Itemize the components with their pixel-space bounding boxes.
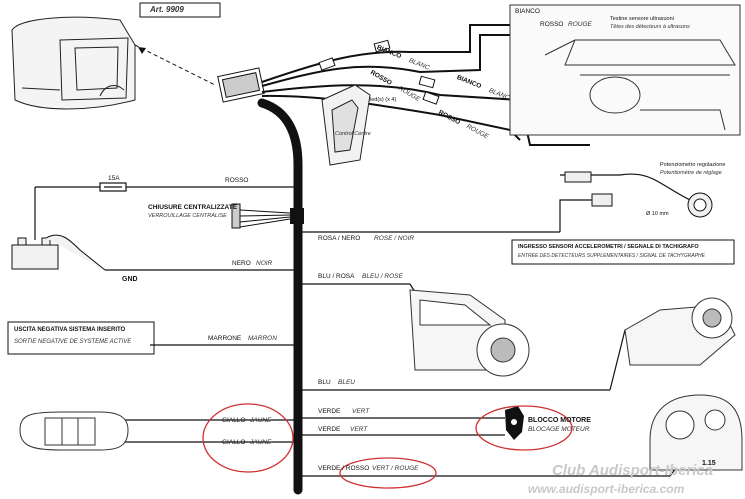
label-boxes: [7, 2, 735, 355]
battery-drawing: [11, 234, 106, 271]
label-blu: BLU: [318, 379, 331, 386]
label-engine-block-it: BLOCCO MOTORE: [528, 417, 591, 424]
label-verde-2: VERDE: [318, 426, 341, 433]
label-central-lock-it: CHIUSURE CENTRALIZZATE: [148, 204, 238, 211]
label-engine-block-fr: BLOCAGE MOTEUR: [528, 426, 590, 433]
label-potentiometer-fr: Potentiomètre de réglage: [660, 170, 722, 176]
label-potentiometer-it: Potenziometro regolazione: [660, 162, 726, 168]
label-bianco-top: BIANCO: [515, 8, 540, 15]
label-marrone: MARRONE: [208, 335, 242, 342]
label-hole-size: Ø 10 mm: [646, 211, 669, 217]
label-led: led(s) (x 4): [370, 97, 397, 103]
branch-wires: [125, 173, 691, 477]
label-blu-rosa: BLU / ROSA: [318, 273, 355, 280]
label-jaune-1: JAUNE: [250, 417, 272, 424]
car-front-illustration: [624, 297, 736, 366]
label-rosso-power: ROSSO: [225, 177, 249, 184]
label-fuse: 15A: [108, 175, 120, 182]
article-code: Art. 9909: [150, 5, 184, 14]
label-giallo-2: GIALLO: [222, 439, 246, 446]
label-sensor-input-it: INGRESSO SENSORI ACCELEROMETRI / SEGNALE…: [518, 244, 699, 250]
label-vert-2: VERT: [350, 426, 368, 433]
watermark-url: www.audisport-iberica.com: [528, 482, 685, 496]
harness-connector: [217, 67, 265, 103]
main-harness: [257, 98, 303, 495]
dashboard-illustration: [649, 394, 743, 471]
central-lock-wires: [231, 203, 291, 229]
label-rose-noir: ROSE / NOIR: [374, 235, 415, 242]
label-rosa-nero: ROSA / NERO: [318, 235, 361, 242]
engine-block-symbol: [505, 406, 524, 440]
tachograph-sensor: [564, 171, 713, 218]
label-rouge-top: ROUGE: [568, 21, 592, 28]
label-output-fr: SORTIE NEGATIVE DE SYSTEME ACTIVE: [14, 339, 132, 345]
label-vert-1: VERT: [352, 408, 370, 415]
label-giallo-1: GIALLO: [222, 417, 246, 424]
label-vert-rouge: VERT / ROUGE: [372, 465, 419, 472]
control-centre-drawing: [321, 84, 371, 166]
label-verde-rosso: VERDE / ROSSO: [318, 465, 370, 472]
label-bleu-rose: BLEU / ROSE: [362, 273, 403, 280]
label-gnd: GND: [122, 276, 138, 283]
label-control-centre: Control Centre: [335, 131, 371, 137]
label-ultrasonic-fr: Têtes des détecteurs à ultrasons: [610, 24, 690, 30]
label-bleu: BLEU: [338, 379, 355, 386]
lock-connector: [290, 208, 304, 224]
top-connectors: [318, 39, 440, 105]
label-nero: NERO: [232, 260, 251, 267]
label-verde-1: VERDE: [318, 408, 341, 415]
highlight-circles: [202, 403, 573, 489]
label-rosso-top: ROSSO: [540, 21, 564, 28]
label-ultrasonic-it: Testine sensore ultrasuoni: [610, 16, 674, 22]
page-number: 1.15: [702, 460, 716, 467]
car-top-view: [19, 411, 129, 451]
label-output-it: USCITA NEGATIVA SISTEMA INSERITO: [14, 327, 126, 333]
power-wires: [34, 182, 298, 240]
label-central-lock-fr: VERROUILLAGE CENTRALISE: [148, 213, 227, 219]
label-marron: MARRON: [248, 335, 277, 342]
label-sensor-input-fr: ENTREE DES DETECTEURS SUPPLEMENTAIRES / …: [518, 253, 705, 259]
control-unit-drawing: [11, 16, 136, 110]
watermark-club: Club Audisport-Iberica: [552, 462, 714, 479]
label-jaune-2: JAUNE: [250, 439, 272, 446]
car-interior-drawing: [509, 4, 741, 136]
door-illustration: [409, 289, 530, 377]
label-noir: NOIR: [256, 260, 273, 267]
